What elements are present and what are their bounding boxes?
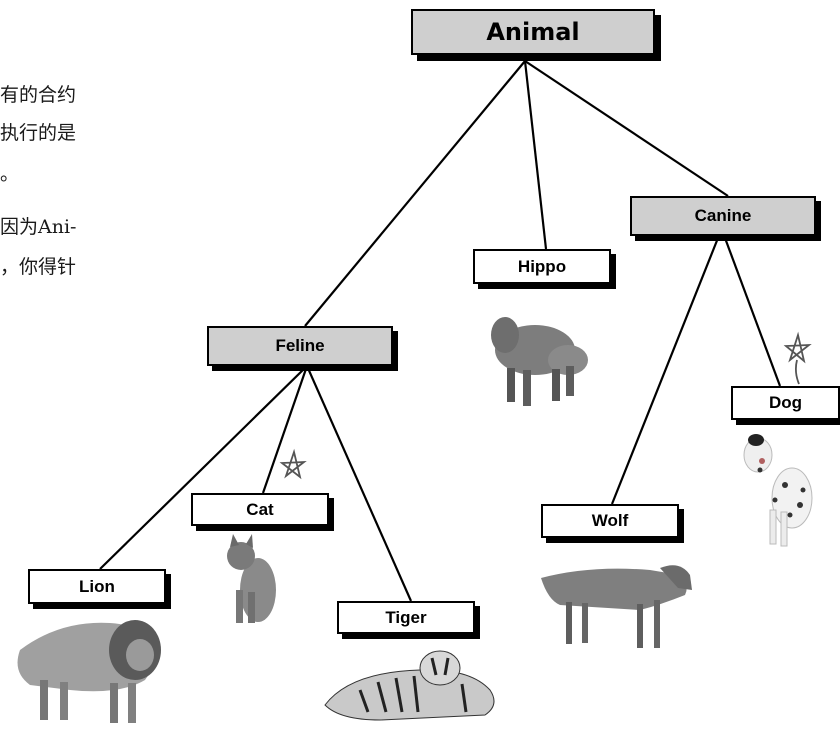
line-feline-tiger — [307, 366, 411, 601]
star-icon-cat — [282, 452, 304, 477]
line-animal-canine — [525, 61, 728, 196]
line-animal-feline — [305, 61, 525, 326]
tiger-image — [325, 651, 494, 720]
line-canine-dog — [725, 238, 780, 386]
node-canine: Canine — [630, 196, 816, 236]
node-cat: Cat — [191, 493, 329, 526]
node-wolf: Wolf — [541, 504, 679, 538]
lion-image — [18, 620, 161, 723]
star-icon-dog — [786, 335, 809, 384]
node-lion: Lion — [28, 569, 166, 604]
line-animal-hippo — [525, 61, 546, 249]
cat-image — [227, 534, 276, 623]
node-canine-label: Canine — [695, 206, 752, 226]
node-cat-label: Cat — [246, 500, 273, 520]
node-animal-label: Animal — [486, 18, 579, 46]
node-animal: Animal — [411, 9, 655, 55]
hippo-image — [491, 317, 588, 406]
line-canine-wolf — [612, 238, 718, 504]
node-wolf-label: Wolf — [592, 511, 629, 531]
wolf-image — [541, 565, 692, 648]
line-feline-cat — [263, 366, 307, 493]
node-feline-label: Feline — [275, 336, 324, 356]
node-lion-label: Lion — [79, 577, 115, 597]
node-feline: Feline — [207, 326, 393, 366]
node-tiger-label: Tiger — [385, 608, 426, 628]
node-dog: Dog — [731, 386, 840, 420]
node-dog-label: Dog — [769, 393, 802, 413]
node-hippo-label: Hippo — [518, 257, 566, 277]
dog-image — [744, 434, 812, 546]
node-tiger: Tiger — [337, 601, 475, 634]
line-feline-lion — [100, 366, 307, 569]
node-hippo: Hippo — [473, 249, 611, 284]
